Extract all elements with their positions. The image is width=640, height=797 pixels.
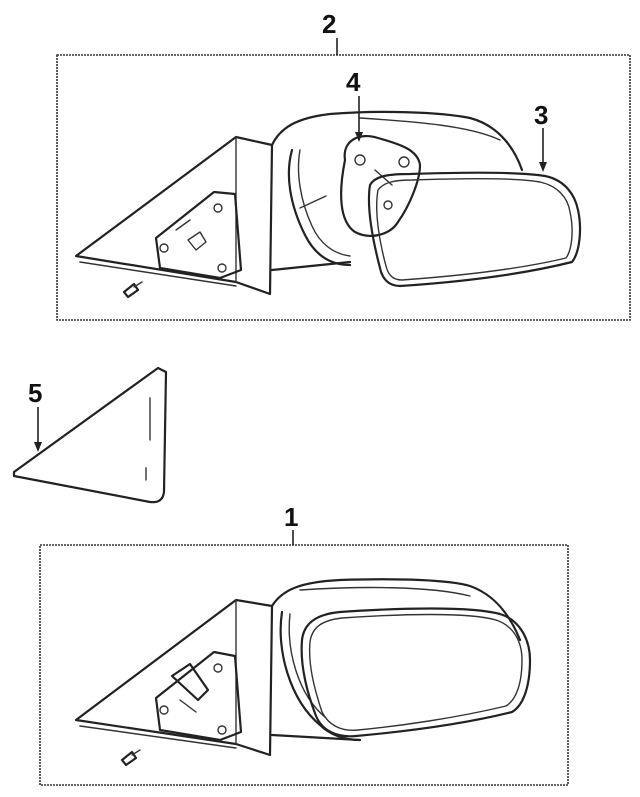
mount-base-plate-bottom xyxy=(74,598,274,757)
part-5-trim-cover: 5 xyxy=(12,366,168,504)
arrowhead-5 xyxy=(34,442,42,452)
arrowhead-4 xyxy=(355,132,363,142)
callout-3: 3 xyxy=(534,100,548,130)
mirror-glass xyxy=(367,171,582,288)
callout-4: 4 xyxy=(346,67,361,97)
assembly-1-group: 1 xyxy=(39,502,569,786)
mount-base-plate xyxy=(74,135,274,296)
mounting-screw-bottom xyxy=(120,749,141,767)
assembly-1-frame xyxy=(39,544,569,786)
callout-2: 2 xyxy=(322,9,336,39)
mirror-housing-bottom xyxy=(270,578,532,742)
assembly-2-group: 2 4 3 xyxy=(56,9,631,321)
mounting-screw-top xyxy=(122,281,143,299)
arrowhead-3 xyxy=(539,162,547,172)
callout-1: 1 xyxy=(284,502,298,532)
assembly-2-frame xyxy=(56,54,631,321)
mirror-housing-top xyxy=(270,110,524,272)
mirror-actuator xyxy=(340,134,422,237)
callout-5: 5 xyxy=(28,378,42,408)
